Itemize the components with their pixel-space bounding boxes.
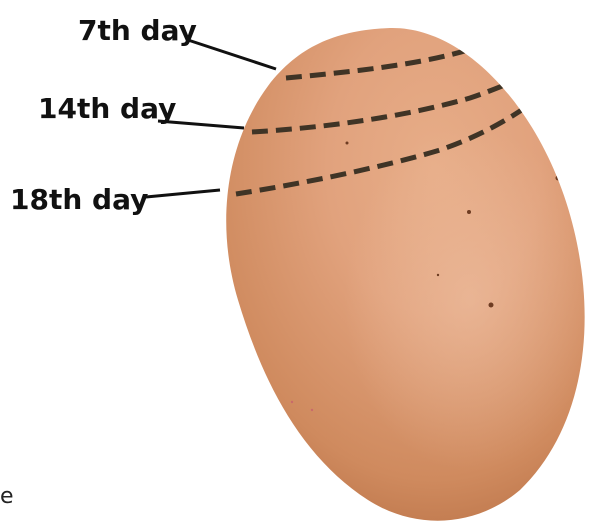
pointer-18th-day [146, 190, 220, 197]
label-18th-day: 18th day [10, 183, 148, 216]
cropped-text-fragment: e [0, 484, 14, 509]
egg-highlight [226, 28, 584, 521]
label-14th-day: 14th day [38, 92, 176, 125]
pointer-7th-day [188, 40, 276, 69]
label-7th-day: 7th day [78, 14, 197, 47]
